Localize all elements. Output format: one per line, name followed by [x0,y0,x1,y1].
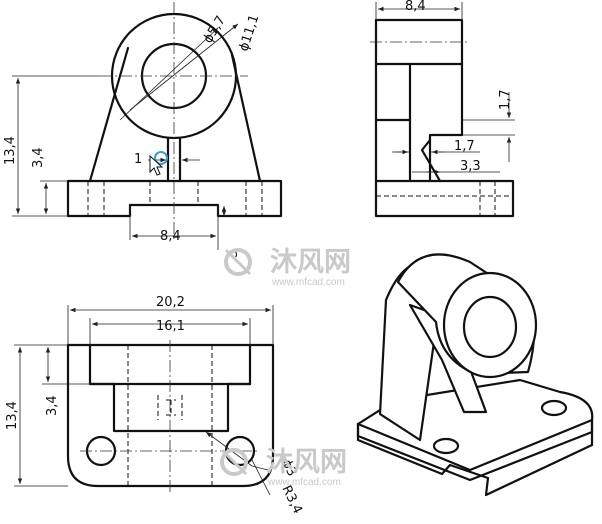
dim-front-total-height: 13,4 [3,136,18,165]
top-view: 20,2 16,1 13,4 3,4 ϕ3 R3,4 [5,295,305,516]
side-view: 8,4 1,7 1,7 3,3 [370,0,515,218]
front-hidden-lines [87,181,263,216]
watermark-text-en: www.mfcad.com [271,277,345,288]
dim-slot-depth: 3 [226,250,241,258]
dim-slot-width: 8,4 [160,229,181,244]
dim-side-width: 8,4 [405,0,426,14]
front-upright-left [88,46,130,183]
side-outline [374,18,515,218]
front-base-outline [66,179,283,218]
side-rib-bevel [420,138,442,183]
dim-top-inner-width: 16,1 [156,319,185,334]
front-rib [166,136,182,183]
iso-hole-front [432,437,460,455]
dim-top-hole-dia: ϕ3 [278,457,299,479]
watermark-text-cn: 沐风网 [266,447,347,478]
dim-top-depth: 13,4 [5,401,20,430]
watermark-text-cn: 沐风网 [270,247,351,278]
dim-hole-outer: ϕ11,1 [237,13,263,53]
dim-side-step-vertical: 1,7 [498,89,513,110]
watermark-1: 沐风网 www.mfcad.com [224,247,351,288]
iso-base-edge [356,418,594,472]
isometric-view [356,253,594,497]
watermark-2: 沐风网 www.mfcad.com [220,447,347,488]
front-centerlines [100,2,248,240]
watermark-logo-icon [220,448,248,476]
top-outline [66,343,275,488]
side-step [374,62,432,183]
mouse-cursor-icon [149,151,168,176]
iso-hole-right [540,399,568,417]
front-view: ϕ5,7 ϕ11,1 13,4 3,4 1 8,4 3 [3,2,283,258]
dim-top-corner-radius: R3,4 [278,483,305,516]
dim-side-rib-offset: 3,3 [460,159,481,174]
top-centerlines [80,340,260,492]
top-hidden-lines [127,345,213,486]
iso-cylinder-face [442,271,538,379]
dim-rib-thickness: 1 [134,152,142,167]
dim-front-base-height: 3,4 [31,147,46,168]
watermark-logo-icon [224,248,252,276]
iso-cylinder-bore [462,295,518,359]
dim-side-step-horizontal: 1,7 [454,139,475,154]
watermark-text-en: www.mfcad.com [267,477,341,488]
iso-base-front [356,418,594,497]
dim-top-pocket: 3,4 [45,395,60,416]
side-hidden-lines [376,181,513,216]
dim-top-overall-width: 20,2 [156,295,185,310]
